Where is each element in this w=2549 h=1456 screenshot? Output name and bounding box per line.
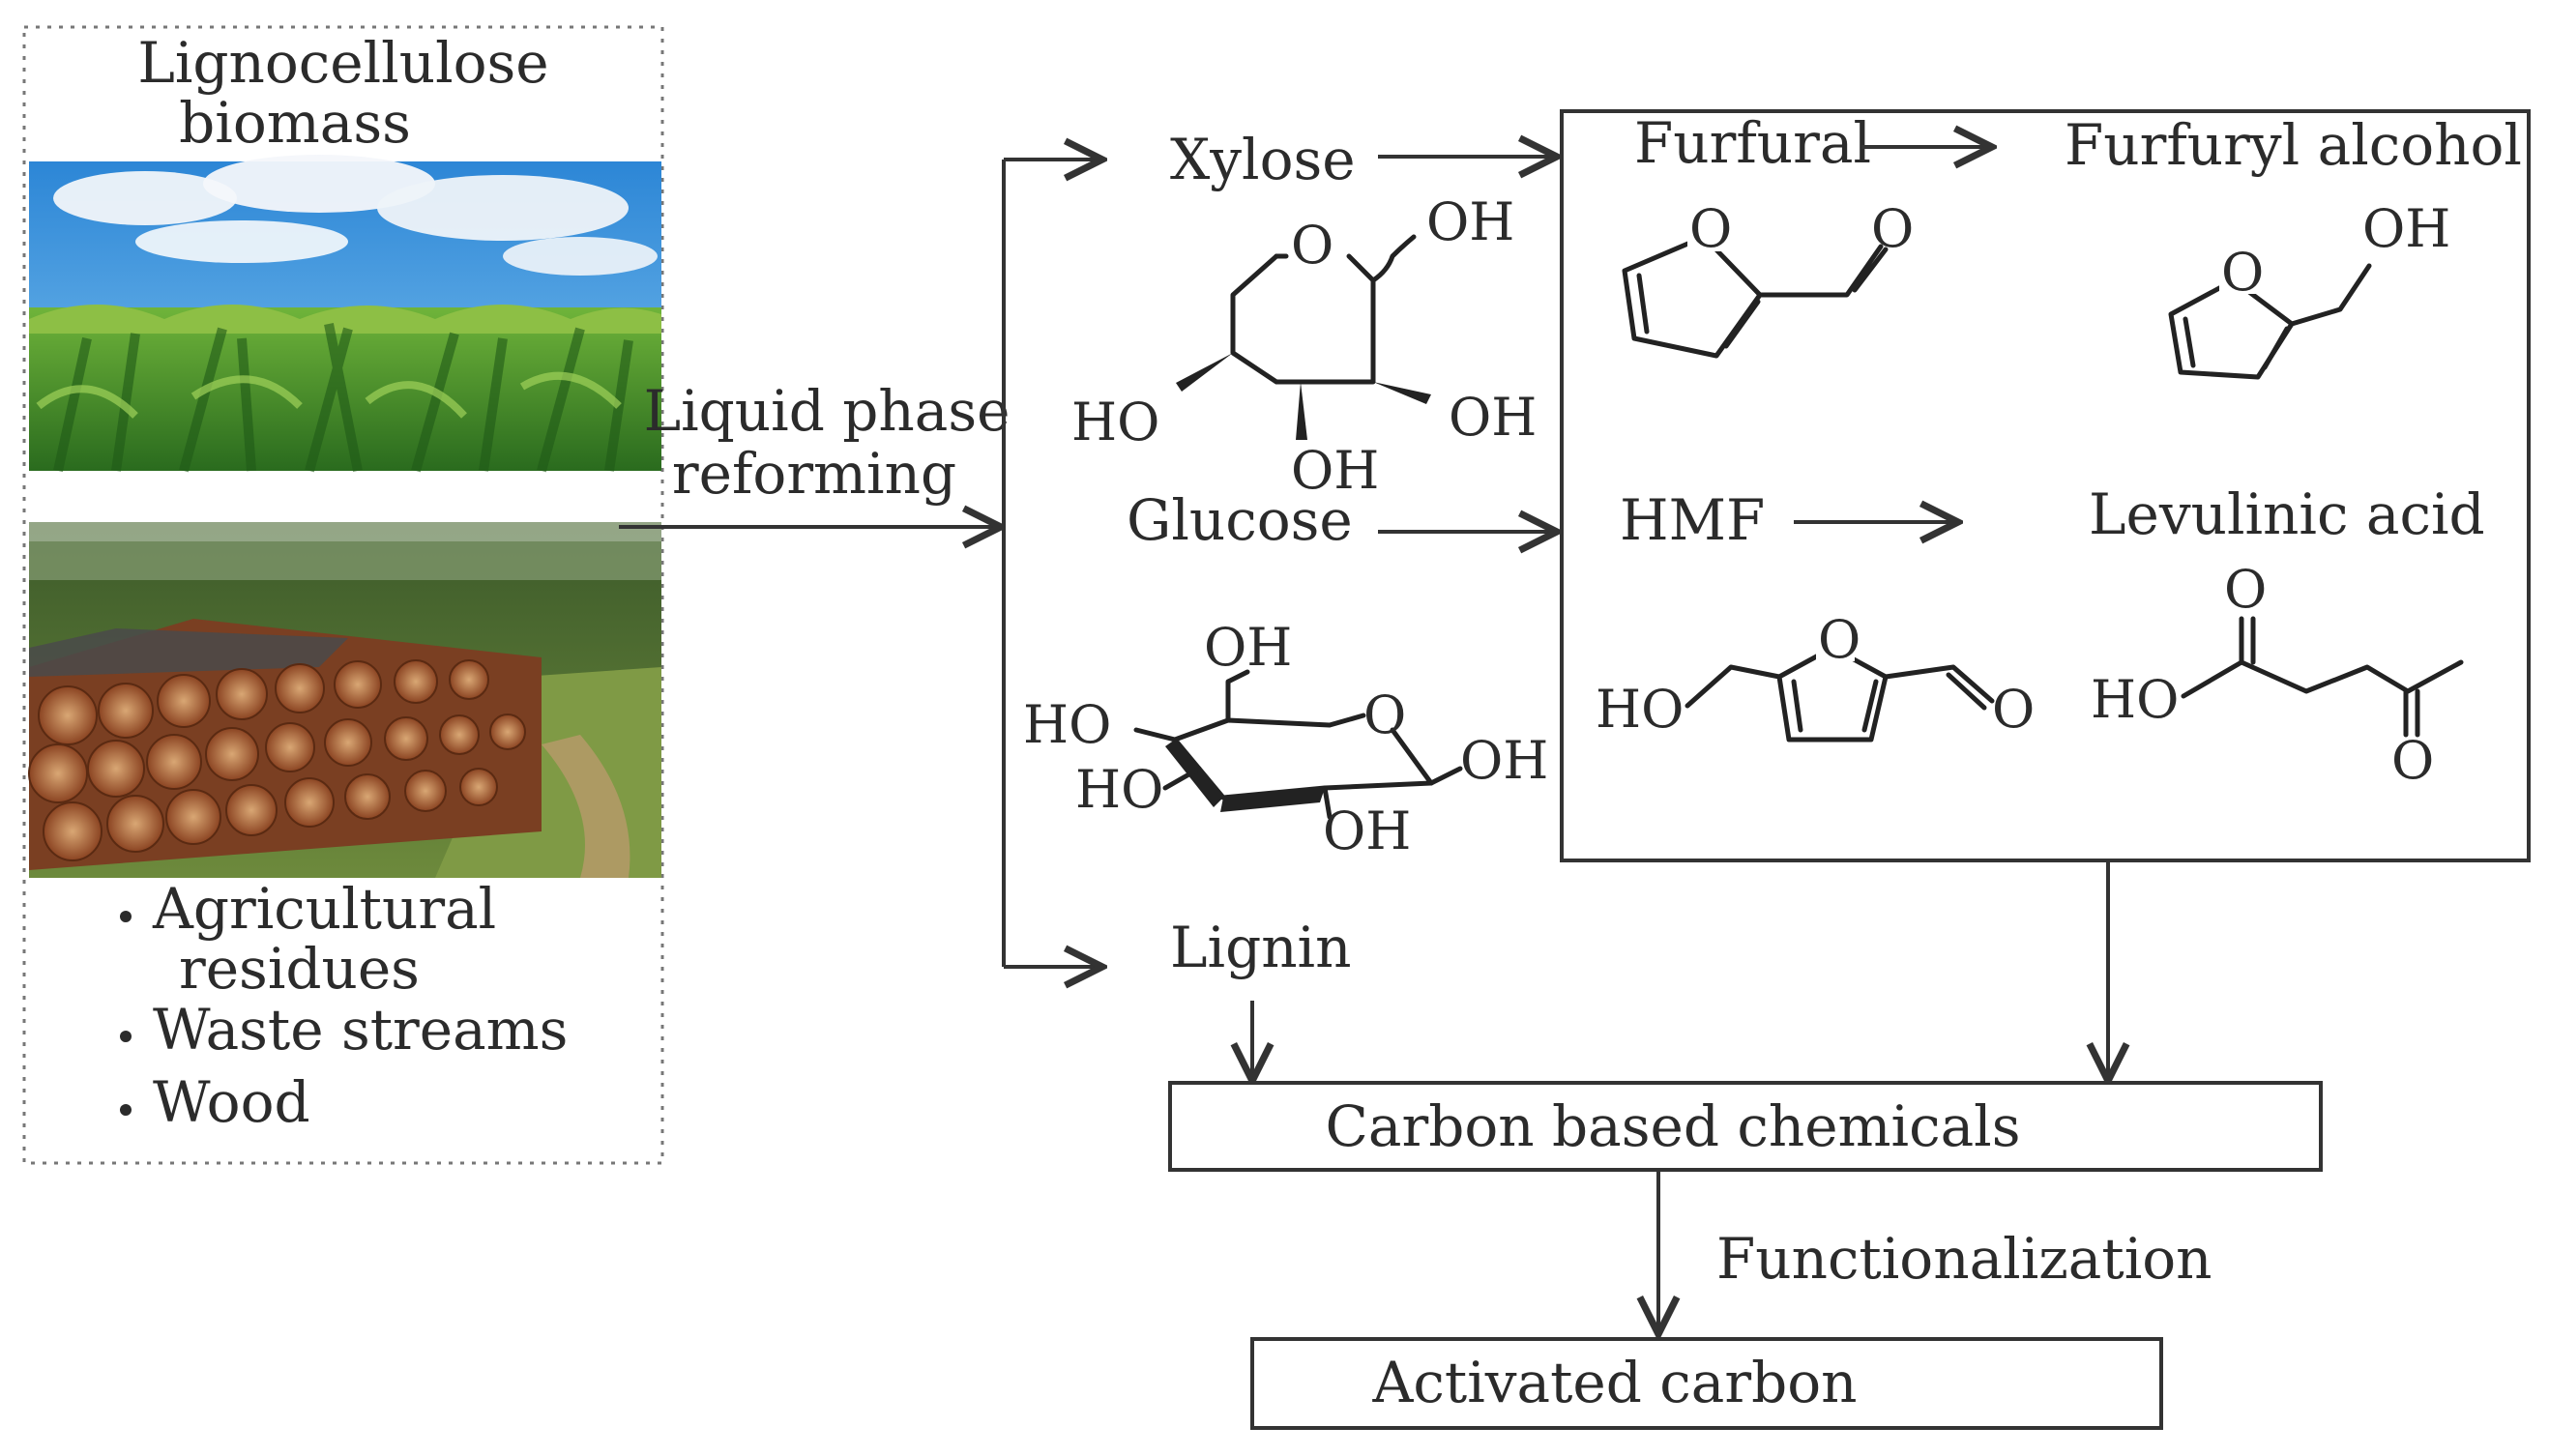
glucose-ho-3: HO: [1075, 759, 1163, 820]
levulinic-ketone-oxygen: O: [2391, 730, 2434, 791]
glucose-structure: O OH HO HO OH OH: [1023, 617, 1548, 861]
glucose-group: Glucose O OH HO HO OH OH: [1023, 487, 1557, 861]
levulinic-acid-carbonyl-oxygen: O: [2224, 559, 2267, 620]
furfural-structure: O O: [1622, 198, 1914, 359]
products-box: Furfural Furfuryl alcohol O O O OH HMF L…: [1560, 109, 2531, 862]
glucose-oh-2: OH: [1323, 801, 1411, 861]
glucose-oh-6: OH: [1204, 617, 1292, 678]
lignin-label: Lignin: [1170, 915, 1351, 980]
corn-field-image: [29, 155, 661, 473]
glucose-ring-oxygen: O: [1363, 684, 1406, 745]
bullet-agricultural: Agricultural: [152, 876, 496, 942]
xylose-structure: O OH HO OH OH: [1071, 191, 1537, 501]
furfural-carbonyl-oxygen: O: [1871, 198, 1914, 259]
activated-carbon-box: Activated carbon: [1250, 1337, 2163, 1430]
hmf-label: HMF: [1620, 487, 1765, 553]
furfuryl-alcohol-structure: O OH: [2168, 198, 2450, 380]
hmf-structure: HO O O: [1596, 609, 2035, 743]
glucose-label: Glucose: [1127, 487, 1353, 553]
biomass-panel: Lignocellulose biomass: [22, 25, 664, 1165]
biomass-title-line2: biomass: [179, 90, 411, 156]
lignin-group: Lignin: [1170, 915, 1351, 1081]
levulinic-ho: HO: [2091, 669, 2179, 730]
xylose-ring-oxygen: O: [1291, 215, 1333, 276]
xylose-oh-2: OH: [1449, 387, 1537, 448]
xylose-label: Xylose: [1170, 127, 1356, 192]
bullet-residues: residues: [179, 936, 420, 1002]
reforming-label-line1: Liquid phase: [644, 378, 1011, 444]
levulinic-acid-label: Levulinic acid: [2089, 481, 2485, 547]
hmf-ho: HO: [1596, 679, 1684, 740]
furfuryl-ring-oxygen: O: [2221, 242, 2264, 303]
furfuryl-alcohol-label: Furfuryl alcohol: [2065, 112, 2522, 178]
reforming-label-line2: reforming: [672, 441, 956, 507]
hmf-carbonyl-oxygen: O: [1992, 679, 2035, 740]
glucose-ho-4: HO: [1023, 694, 1111, 755]
xylose-group: Xylose O OH HO OH OH: [1071, 127, 1557, 501]
functionalization-label: Functionalization: [1716, 1226, 2212, 1292]
glucose-oh-1: OH: [1460, 730, 1548, 791]
xylose-oh-1: OH: [1426, 191, 1514, 252]
bullet-waste-streams: Waste streams: [153, 997, 568, 1063]
hmf-ring-oxygen: O: [1818, 609, 1860, 670]
furfural-label: Furfural: [1634, 110, 1871, 176]
carbon-chemicals-label: Carbon based chemicals: [1326, 1093, 2021, 1159]
bullet-wood: Wood: [153, 1069, 310, 1135]
biomass-source-list: Agricultural residues Waste streams Wood: [120, 876, 568, 1135]
levulinic-acid-structure: HO O O: [2091, 559, 2464, 791]
wood-pile-image: [28, 522, 661, 878]
activated-carbon-label: Activated carbon: [1372, 1350, 1858, 1415]
biomass-title-line1: Lignocellulose: [137, 30, 548, 96]
xylose-oh-3: OH: [1291, 440, 1379, 501]
furfuryl-oh: OH: [2362, 198, 2450, 259]
furfural-ring-oxygen: O: [1689, 198, 1732, 259]
carbon-chemicals-box: Carbon based chemicals: [1168, 1081, 2323, 1172]
reforming-step: Liquid phase reforming: [619, 160, 1102, 967]
xylose-ho: HO: [1071, 392, 1159, 452]
